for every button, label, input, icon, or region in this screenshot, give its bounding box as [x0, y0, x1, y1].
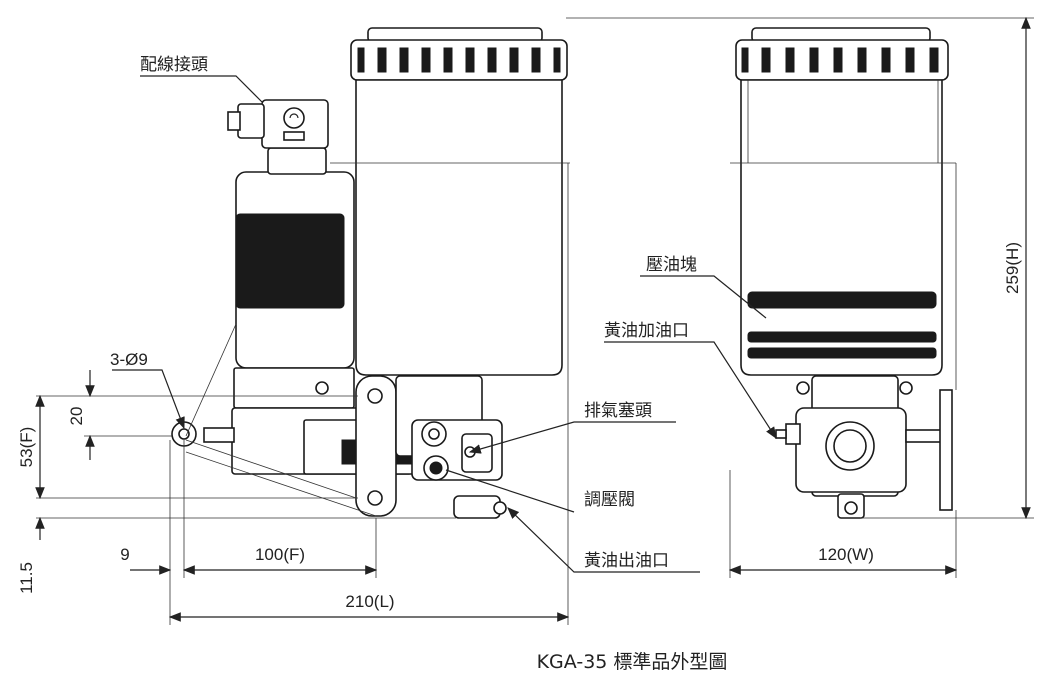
dim-height: 259(H) [1003, 242, 1022, 294]
follower-plate [747, 291, 937, 359]
side-pump-body [775, 375, 953, 519]
side-lid [735, 27, 949, 81]
label-grease-outlet: 黃油出油口 [584, 551, 669, 571]
dim-hole-spacing-v: 20 [67, 407, 86, 426]
label-pressure-block: 壓油塊 [646, 255, 697, 275]
side-view [566, 16, 1034, 578]
base-block [171, 375, 507, 519]
reservoir-lid [350, 27, 568, 81]
side-reservoir [740, 79, 943, 376]
dim-width: 120(W) [818, 545, 874, 564]
side-dimension-lines [566, 16, 1034, 578]
label-bleed-plug: 排氣塞頭 [584, 401, 652, 421]
front-view [35, 27, 700, 625]
connector [227, 99, 329, 149]
drawing-title: KGA-35 標準品外型圖 [537, 651, 728, 673]
label-holes: 3-Ø9 [110, 350, 148, 369]
dim-height-f: 53(F) [17, 427, 36, 468]
label-pressure-valve: 調壓閥 [584, 490, 635, 510]
label-grease-inlet: 黃油加油口 [604, 321, 689, 341]
dim-length: 210(L) [345, 592, 394, 611]
side-leaders [604, 275, 777, 440]
front-leaders [112, 75, 700, 573]
dim-hole-spacing-h: 100(F) [255, 545, 305, 564]
front-dimension-lines [35, 323, 570, 625]
label-connector: 配線接頭 [140, 55, 208, 75]
reservoir-body [355, 79, 563, 376]
dim-edge-offset: 9 [120, 545, 129, 564]
dim-base-offset: 11.5 [17, 562, 36, 594]
motor [233, 147, 355, 409]
